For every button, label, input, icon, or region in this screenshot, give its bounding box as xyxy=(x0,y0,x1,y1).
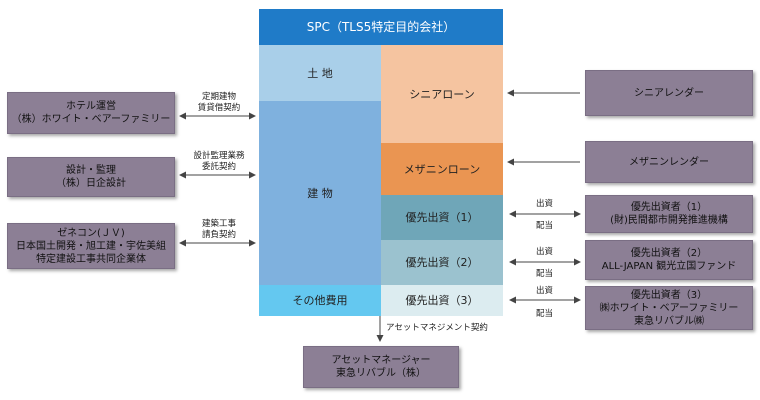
liability-mezzanine-loan: メザニンローン xyxy=(381,143,503,195)
general-contractor-jv-name: 特定建設工事共同企業体 xyxy=(36,253,146,265)
preferred-investor-3-box: 優先出資者（3） ㈱ホワイト・ベアーファミリー 東急リバブル㈱ xyxy=(585,286,753,330)
dividend-label-2: 配当 xyxy=(536,269,554,279)
preferred-investor-3-title: 優先出資者（3） xyxy=(630,289,708,301)
liability-preferred-3: 優先出資（3） xyxy=(381,285,503,316)
design-supervision-box: 設計・監理 （株）日企設計 xyxy=(7,157,175,197)
design-supervision-company: （株）日企設計 xyxy=(56,178,126,189)
invest-label-3: 出資 xyxy=(536,286,554,296)
lease-contract-label: 定期建物賃貸借契約 xyxy=(197,92,241,113)
asset-manager-title: アセットマネージャー xyxy=(331,355,431,366)
preferred-investor-1-title: 優先出資者（1） xyxy=(630,202,708,213)
asset-land: 土 地 xyxy=(259,45,381,101)
asset-manager-company: 東急リバブル（株） xyxy=(335,368,426,379)
general-contractor-box: ゼネコン(ＪＶ) 日本国土開発・旭工建・宇佐美組 特定建設工事共同企業体 xyxy=(7,223,175,269)
invest-label-2: 出資 xyxy=(536,247,554,257)
liability-preferred-2: 優先出資（2） xyxy=(381,240,503,285)
asset-manager-box: アセットマネージャー 東急リバブル（株） xyxy=(303,346,459,388)
preferred-investor-2-title: 優先出資者（2） xyxy=(630,248,708,259)
general-contractor-members: 日本国土開発・旭工建・宇佐美組 xyxy=(16,240,166,252)
liability-preferred-1: 優先出資（1） xyxy=(381,195,503,240)
preferred-investor-3-name-1: ㈱ホワイト・ベアーファミリー xyxy=(599,302,739,314)
preferred-investor-1-name: (財)民間都市開発推進機構 xyxy=(610,215,728,226)
construction-contract-label: 建築工事請負契約 xyxy=(201,219,236,240)
preferred-investor-2-box: 優先出資者（2） ALL-JAPAN 観光立国ファンド xyxy=(585,240,753,280)
asset-other-costs: その他費用 xyxy=(259,285,381,316)
hotel-operator-company: （株）ホワイト・ベアーファミリー xyxy=(11,114,171,125)
asset-management-contract-label: アセットマネジメント契約 xyxy=(386,323,488,333)
spc-title: SPC（TLS5特定目的会社） xyxy=(259,9,503,45)
design-supervision-title: 設計・監理 xyxy=(66,165,116,176)
invest-label-1: 出資 xyxy=(536,199,554,209)
dividend-label-1: 配当 xyxy=(536,221,554,231)
mezzanine-lender-box: メザニンレンダー xyxy=(585,141,753,183)
hotel-operator-box: ホテル運営 （株）ホワイト・ベアーファミリー xyxy=(7,92,175,134)
design-contract-label: 設計監理業務委託契約 xyxy=(193,151,245,172)
hotel-operator-title: ホテル運営 xyxy=(66,101,116,112)
general-contractor-title: ゼネコン(ＪＶ) xyxy=(57,227,125,239)
preferred-investor-1-box: 優先出資者（1） (財)民間都市開発推進機構 xyxy=(585,195,753,233)
senior-lender-box: シニアレンダー xyxy=(585,70,753,116)
dividend-label-3: 配当 xyxy=(536,309,554,319)
preferred-investor-2-name: ALL-JAPAN 観光立国ファンド xyxy=(601,261,737,272)
asset-building: 建 物 xyxy=(259,101,381,285)
liability-senior-loan: シニアローン xyxy=(381,45,503,143)
preferred-investor-3-name-2: 東急リバブル㈱ xyxy=(634,315,704,327)
